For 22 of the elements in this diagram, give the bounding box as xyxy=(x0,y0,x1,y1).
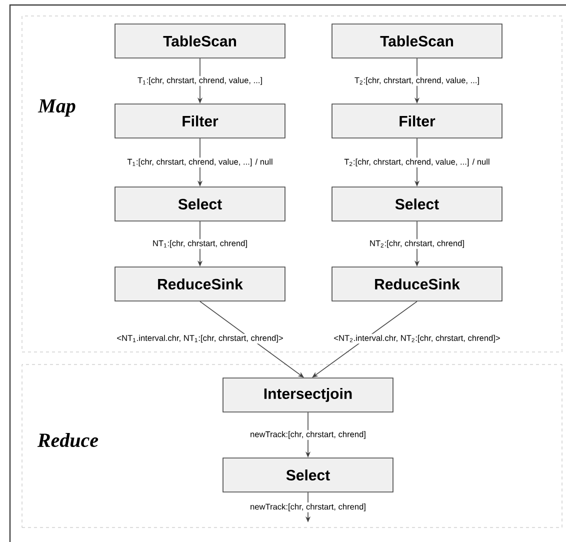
edge-label: newTrack:[chr, chrstart, chrend] xyxy=(249,502,367,512)
operator-box: Select xyxy=(222,458,394,492)
operator-box: Intersectjoin xyxy=(222,378,394,412)
operator-box: Select xyxy=(332,186,502,222)
operator-box: ReduceSink xyxy=(114,266,286,302)
operator-box: Filter xyxy=(332,104,502,138)
operator-box: Filter xyxy=(114,104,286,138)
edge-label: T$_{2}$:[chr, chrstart, chrend, value, ...] / null xyxy=(343,158,491,168)
operator-box: Select xyxy=(114,186,286,222)
operator-box: ReduceSink xyxy=(332,266,502,302)
edge-label: NT$_{2}$:[chr, chrstart, chrend] xyxy=(368,239,466,249)
edge-label: newTrack:[chr, chrstart, chrend] xyxy=(249,430,367,440)
operator-box: TableScan xyxy=(332,24,502,58)
edge-label: <NT$_{1}$.interval.chr, NT$_{1}$:[chr, chrstart, chrend]> xyxy=(116,334,284,344)
edge-label: T$_{1}$:[chr, chrstart, chrend, value, ...] / null xyxy=(126,158,274,168)
edge-label: <NT$_{2}$.interval.chr, NT$_{2}$:[chr, chrstart, chrend]> xyxy=(332,334,502,344)
region-title: Map xyxy=(38,99,76,117)
edge-label: T$_{1}$:[chr, chrstart, chrend, value, ...] xyxy=(136,76,264,86)
region-title: Reduce xyxy=(37,432,98,448)
operator-box: TableScan xyxy=(114,24,286,58)
edge-label: T$_{2}$:[chr, chrstart, chrend, value, ...] xyxy=(353,76,481,86)
edge-label: NT$_{1}$:[chr, chrstart, chrend] xyxy=(151,239,249,249)
